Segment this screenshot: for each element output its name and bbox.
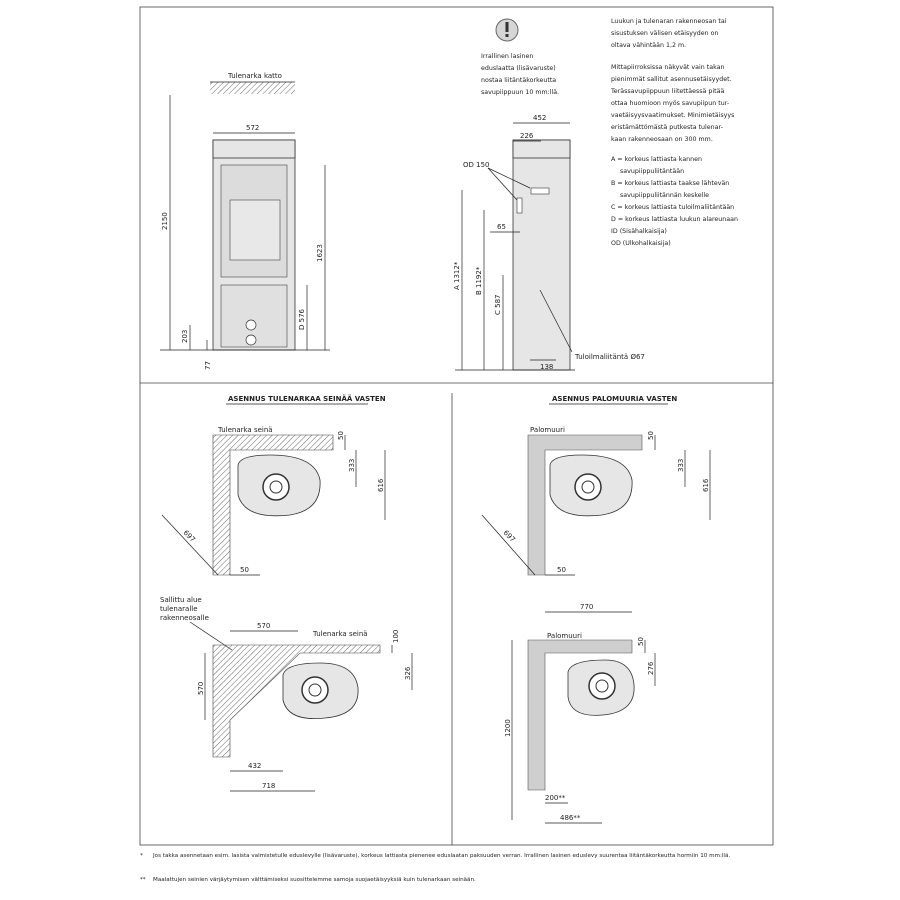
dim-200: 200**	[545, 794, 566, 802]
legend-line: B = korkeus lattiasta taakse lähtevän	[611, 180, 730, 187]
section-title: ASENNUS PALOMUURIA VASTEN	[552, 395, 677, 403]
wall-label: Palomuuri	[530, 426, 565, 434]
side-view: 452 226 OD 150 65 A 1312* B 1192* C 587 …	[453, 114, 645, 371]
footnote-text: Maalattujen seinien värjäytymisen välttä…	[153, 877, 476, 883]
section-title: ASENNUS TULENARKAA SEINÄÄ VASTEN	[228, 394, 386, 403]
legend-line: ID (Sisähalkaisija)	[611, 228, 667, 235]
dim-770: 770	[580, 603, 593, 611]
dim-616: 616	[702, 478, 710, 492]
footnote-2: ** Maalattujen seinien värjäytymisen väl…	[140, 875, 770, 885]
dim-width: 572	[246, 124, 259, 132]
dim-50b: 50	[557, 566, 566, 574]
dim-432: 432	[248, 762, 261, 770]
dim-100: 100	[392, 630, 400, 643]
dim-c: C 587	[494, 295, 502, 315]
note-line: Mittapiirroksissa näkyvät vain takan	[611, 64, 725, 71]
warning-line: nostaa liitäntäkorkeutta	[481, 77, 557, 84]
dim-452: 452	[533, 114, 546, 122]
legend-line: OD (Ulkohalkaisija)	[611, 240, 671, 247]
note-line: vaetäisyysvaatimukset. Minimietäisyys	[611, 112, 735, 119]
note-line: pienimmät sallitut asennusetäisyydet.	[611, 76, 732, 83]
dim-50: 50	[647, 431, 655, 440]
corner-wall-installation: Sallittu alue tulenaralle rakenneosalle …	[160, 596, 413, 792]
allowed-area-label: rakenneosalle	[160, 614, 209, 622]
allowed-area-label: Sallittu alue	[160, 596, 202, 604]
dim-697: 697	[502, 529, 517, 544]
note-line: ottaa huomioon myös savupiipun tur-	[611, 100, 730, 107]
legend-line: savupiippuliitännän keskelle	[620, 192, 709, 199]
notes-panel: Luukun ja tulenaran rakenneosan tai sisu…	[611, 16, 771, 250]
warning-line: savupiippuun 10 mm:llä.	[481, 89, 560, 96]
dim-138: 138	[540, 363, 553, 371]
warning-line: eduslaatta (lisävaruste)	[481, 65, 556, 72]
dim-570v: 570	[197, 682, 205, 695]
dim-326: 326	[404, 666, 412, 680]
note-line: eristämättömästä putkesta tulenar-	[611, 124, 723, 131]
wall-label: Palomuuri	[547, 632, 582, 640]
footnote-text: Jos takka asennetaan esim. lasista valmi…	[153, 853, 731, 859]
legend-line: D = korkeus lattiasta luukun alareunaan	[611, 216, 738, 223]
note-line: Terässavupiippuun liitettäessä pitää	[611, 88, 725, 95]
warning-text: Irrallinen lasinen eduslaatta (lisävarus…	[481, 51, 591, 99]
note-line: kaan rakenneosaan on 300 mm.	[611, 136, 713, 143]
dim-333: 333	[677, 459, 685, 472]
dim-a: A 1312*	[453, 261, 461, 290]
dim-1623: 1623	[316, 244, 324, 262]
note-line: oltava vähintään 1,2 m.	[611, 42, 687, 49]
wall-label: Tulenarka seinä	[312, 630, 368, 638]
legend-line: savupiippuliitäntään	[620, 168, 685, 175]
dim-b: B 1192*	[475, 266, 483, 295]
dim-718: 718	[262, 782, 275, 790]
dim-697: 697	[182, 529, 197, 544]
footnote-1: * Jos takka asennetaan esim. lasista val…	[140, 851, 770, 861]
od-label: OD 150	[463, 161, 490, 169]
dim-d: D 576	[298, 308, 306, 330]
ceiling-hatch	[210, 82, 295, 94]
dim-276: 276	[647, 661, 655, 675]
dim-333: 333	[348, 459, 356, 472]
stove-side	[512, 139, 571, 371]
warning-line: Irrallinen lasinen	[481, 53, 534, 60]
dim-486: 486**	[560, 814, 581, 822]
section-wall-installation: ASENNUS TULENARKAA SEINÄÄ VASTEN Tulenar…	[161, 394, 386, 576]
note-line: sisustuksen välisen etäisyyden on	[611, 30, 719, 37]
exclamation-icon	[495, 18, 519, 42]
legend-line: A = korkeus lattiasta kannen	[611, 156, 703, 163]
footnote-mark: **	[140, 877, 146, 883]
section-firewall-installation: ASENNUS PALOMUURIA VASTEN Palomuuri 50 3…	[481, 395, 711, 576]
dim-total-height: 2150	[161, 212, 169, 230]
front-view: Tulenarka katto 572 2150 1623 D 576 203 …	[160, 72, 330, 370]
dim-226: 226	[520, 132, 534, 140]
dim-570: 570	[257, 622, 270, 630]
legend-line: C = korkeus lattiasta tuloilmaliitäntään	[611, 204, 735, 211]
dim-203: 203	[181, 330, 189, 343]
dim-50: 50	[337, 431, 345, 440]
note-line: Luukun ja tulenaran rakenneosan tai	[611, 18, 727, 25]
dim-65: 65	[497, 223, 506, 231]
frame	[139, 6, 774, 846]
air-inlet-label: Tuloilmaliitäntä Ø67	[574, 353, 645, 361]
ceiling-label: Tulenarka katto	[227, 72, 282, 80]
dim-50: 50	[637, 637, 645, 646]
allowed-area-label: tulenaralle	[160, 605, 198, 613]
dim-77: 77	[204, 361, 212, 370]
wall-label: Tulenarka seinä	[217, 426, 273, 434]
dim-50b: 50	[240, 566, 249, 574]
corner-firewall-installation: 770 Palomuuri 50 276 1200 200** 486**	[504, 603, 656, 824]
footnote-mark: *	[140, 853, 143, 859]
dim-1200: 1200	[504, 719, 512, 737]
dim-616: 616	[377, 478, 385, 492]
